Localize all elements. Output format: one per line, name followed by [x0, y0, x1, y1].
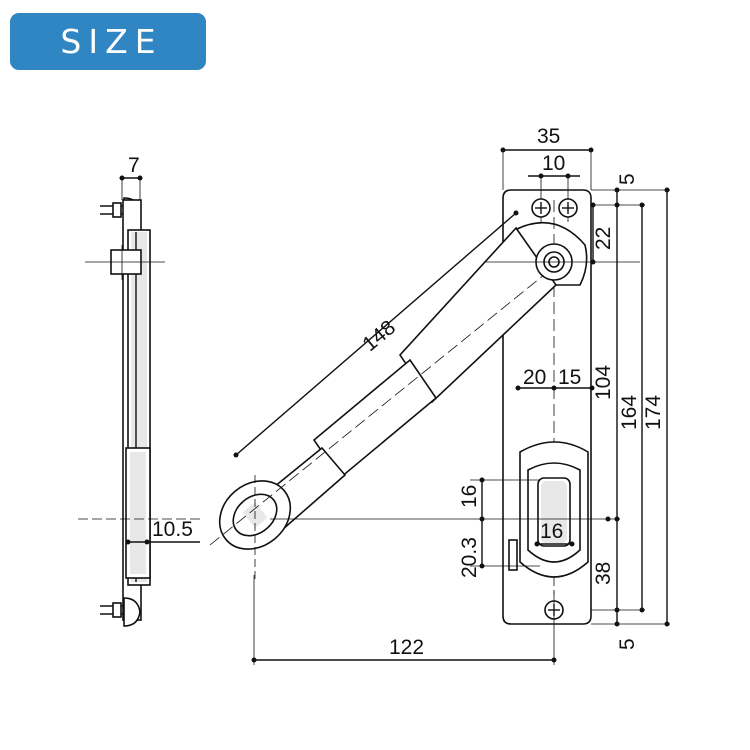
dim-slot-width: 16 — [540, 520, 563, 543]
dim-pivot-offset: 22 — [592, 227, 615, 250]
dim-bottom-slot: 38 — [592, 562, 615, 585]
dim-right-offset: 15 — [558, 366, 581, 389]
screw-icon — [531, 198, 551, 218]
dim-slot-height: 16 — [458, 485, 481, 508]
dim-eye-offset: 20.3 — [458, 537, 481, 578]
dim-arm-length: 148 — [358, 316, 400, 356]
dim-left-offset: 20 — [523, 366, 546, 389]
dim-top-margin: 5 — [616, 173, 639, 185]
dim-side-width: 7 — [128, 154, 140, 177]
dim-inner-length: 164 — [618, 395, 641, 430]
side-view: 7 10.5 — [78, 154, 200, 627]
dim-side-offset: 10.5 — [152, 518, 193, 541]
dim-hole-spacing: 10 — [542, 152, 565, 175]
screw-icon — [558, 198, 578, 218]
dim-bottom-margin: 5 — [616, 638, 639, 650]
dim-slot-length: 104 — [592, 365, 615, 400]
screw-icon — [100, 597, 141, 627]
dim-plate-width: 35 — [537, 125, 560, 148]
size-badge: SIZE — [10, 13, 206, 70]
dimension-lines: 5 22 104 164 174 38 5 20 15 — [251, 173, 670, 665]
size-label: SIZE — [60, 22, 163, 61]
dim-total-length: 174 — [642, 395, 665, 430]
dim-horizontal-span: 122 — [389, 636, 424, 659]
